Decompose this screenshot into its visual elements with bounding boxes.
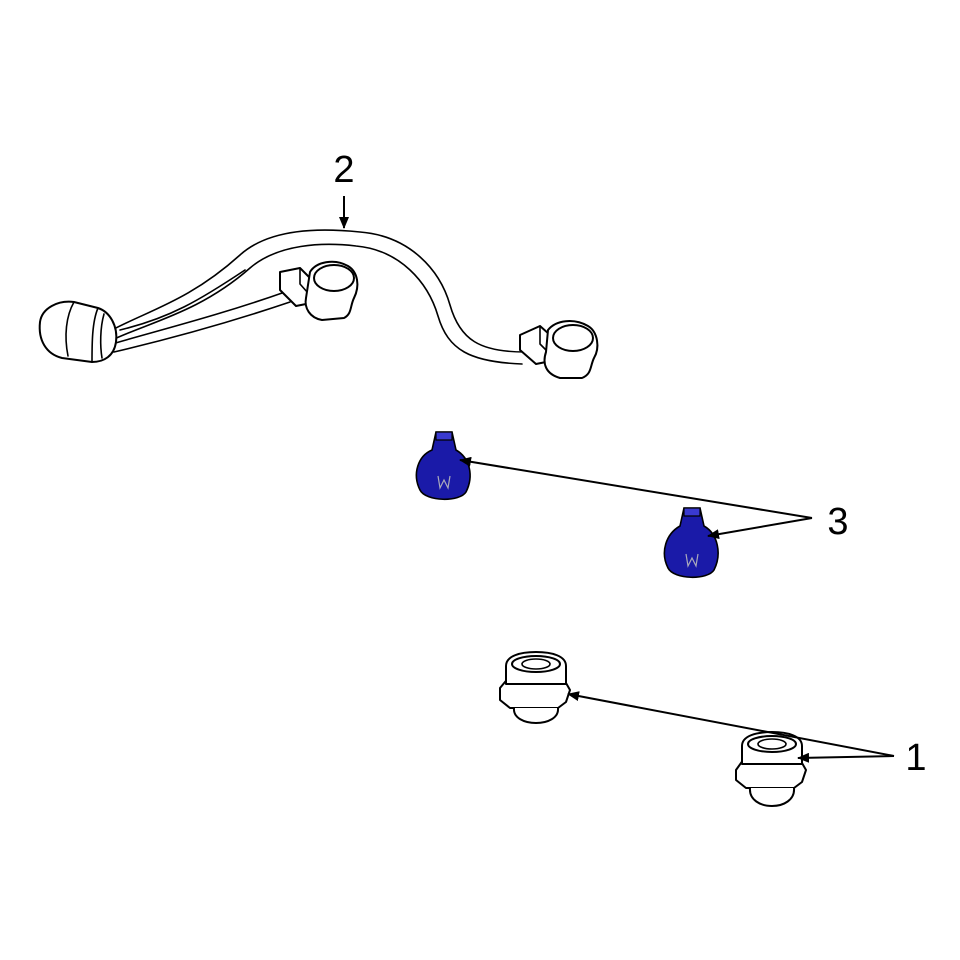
leader-part-3-lower [707,517,813,540]
leader-lines [339,196,895,763]
callout-2: 2 [333,149,354,191]
socket-lower [735,731,807,807]
bulb-upper [415,431,471,501]
socket-upper [499,651,571,724]
leader-part-1-lower [797,752,895,763]
bulb-lower [663,507,719,579]
callout-1: 1 [905,737,926,779]
leader-part-1-upper [567,691,895,757]
leader-part-3-upper [459,456,813,519]
wire-harness [38,229,599,379]
callout-3: 3 [827,501,848,543]
